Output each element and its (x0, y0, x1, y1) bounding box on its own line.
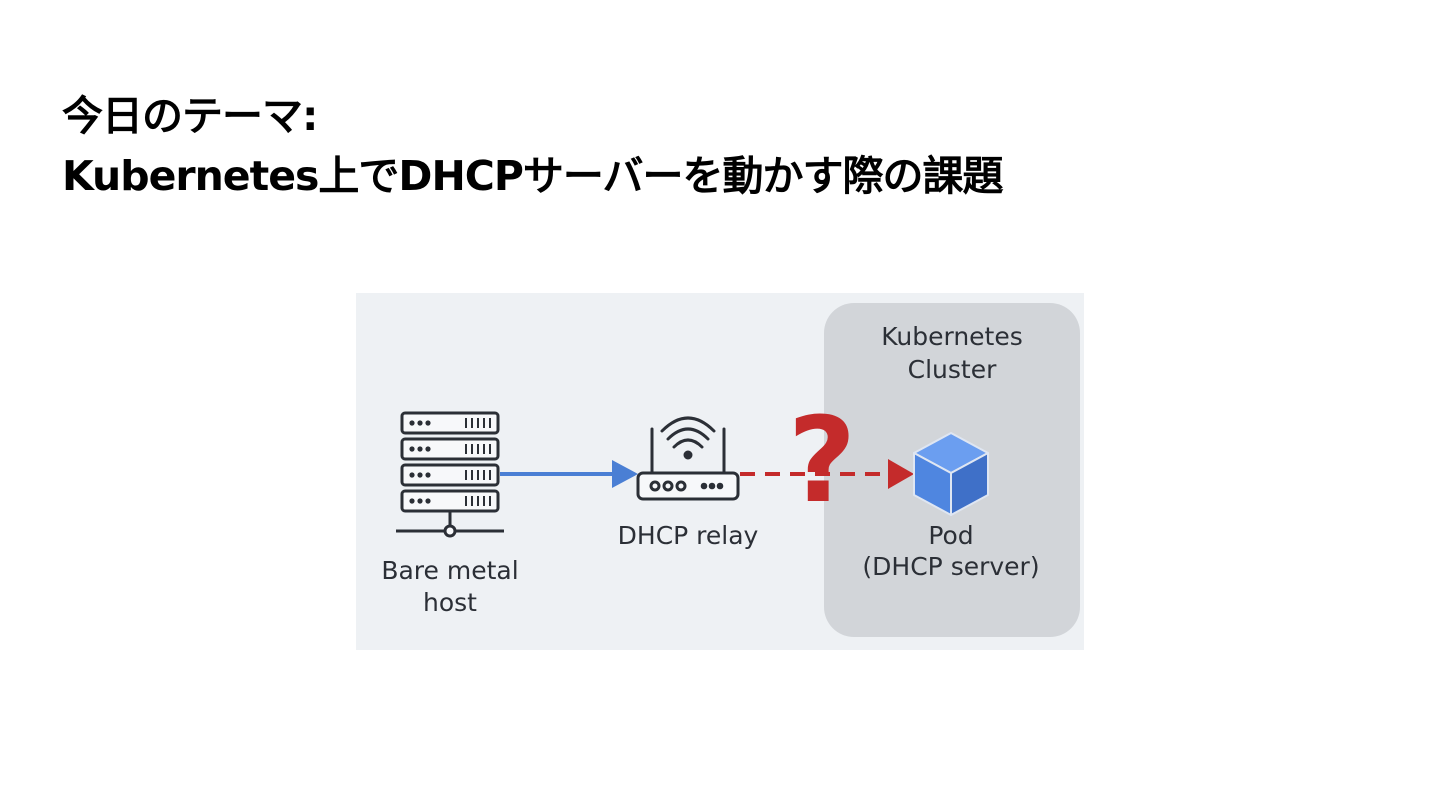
pod-label-line-1: Pod (928, 521, 974, 550)
cube-icon (913, 432, 989, 516)
server-rack-icon (396, 411, 504, 538)
host-label-line-1: Bare metal (381, 556, 519, 585)
cluster-label-line-1: Kubernetes (881, 322, 1023, 351)
wifi-router-icon (636, 416, 740, 501)
server-leds (409, 420, 431, 504)
slide-title: 今日のテーマ: Kubernetes上でDHCPサーバーを動かす際の課題 (62, 86, 1362, 206)
server-vents (465, 418, 491, 506)
title-line-1: 今日のテーマ: (62, 92, 318, 140)
host-label-line-2: host (423, 588, 477, 617)
diagram-graphics (396, 411, 989, 538)
blue-arrow (500, 460, 638, 488)
red-dashed-arrow (740, 459, 914, 489)
question-mark-icon: ? (787, 391, 857, 529)
cluster-label-line-2: Cluster (907, 355, 997, 384)
title-line-2: Kubernetes上でDHCPサーバーを動かす際の課題 (62, 152, 1004, 200)
relay-label: DHCP relay (617, 521, 759, 550)
network-diagram: ? Kubernetes Cluster DHCP relay Pod (DHC… (356, 293, 1084, 650)
pod-label-line-2: (DHCP server) (862, 552, 1040, 581)
